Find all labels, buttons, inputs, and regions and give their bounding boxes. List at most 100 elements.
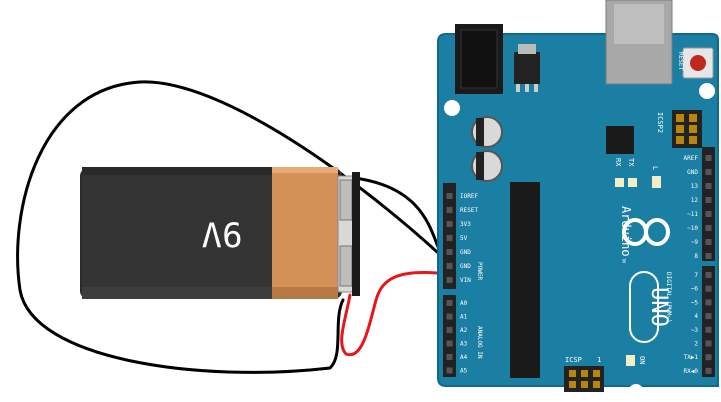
digital-pin[interactable]	[705, 354, 712, 361]
digital-pin[interactable]	[705, 340, 712, 347]
voltage-regulator	[514, 52, 540, 84]
power-pin-label: GND	[460, 263, 471, 270]
digital-pin-label: 13	[691, 183, 699, 190]
digital-pin-label: RX◀0	[684, 368, 699, 375]
digital-pin-label: ~9	[691, 239, 699, 246]
power-pin[interactable]	[446, 235, 453, 241]
power-pin[interactable]	[446, 277, 453, 283]
icsp-num: 1	[597, 356, 601, 364]
digital-pin-label: ~6	[691, 286, 699, 293]
digital-pin[interactable]	[705, 367, 712, 374]
analog-pin[interactable]	[446, 313, 453, 320]
analog-pin-label: A3	[460, 341, 468, 348]
mount-hole	[699, 83, 715, 99]
reset-button-cap[interactable]	[690, 55, 706, 71]
digital-pin[interactable]	[705, 299, 712, 306]
tx-label: TX	[627, 158, 635, 167]
digital-pin-label: 2	[694, 341, 698, 348]
battery-body	[82, 167, 272, 293]
l-label: L	[651, 166, 659, 170]
digital-header-top: AREF GND 13 12 ~11 ~10 ~9 8	[684, 147, 715, 261]
power-pin-label: 3V3	[460, 221, 471, 228]
digital-pin-label: 12	[691, 197, 699, 204]
digital-pin-label: 8	[694, 253, 698, 260]
analog-pin-label: A2	[460, 327, 468, 334]
arduino-logo	[622, 218, 670, 246]
power-pin[interactable]	[446, 207, 453, 213]
digital-header-bottom: 7 ~6 ~5 4 ~3 2TX▶1RX◀0	[684, 266, 715, 377]
red-wire	[340, 270, 450, 357]
digital-pin[interactable]	[705, 253, 712, 259]
power-pin-label: RESET	[460, 207, 478, 214]
digital-pin-label: 4	[694, 313, 698, 320]
analog-pin-label: A1	[460, 314, 468, 321]
board-pcb	[437, 33, 719, 387]
icsp2-header: ICSP2	[656, 110, 702, 148]
battery-label: 9V	[202, 214, 243, 254]
power-pin[interactable]	[446, 263, 453, 269]
digital-pin[interactable]	[705, 313, 712, 320]
mount-hole	[628, 384, 644, 400]
battery-clip	[352, 172, 360, 296]
digital-pin[interactable]	[705, 211, 712, 217]
arduino-tm: TM	[621, 258, 626, 263]
digital-pin[interactable]	[705, 169, 712, 175]
icsp-header: ICSP 1	[564, 356, 604, 392]
digital-pin-label: GND	[687, 169, 698, 176]
digital-pin-label: TX▶1	[684, 354, 699, 361]
usb-chip	[606, 126, 634, 154]
digital-pin-label: ~5	[691, 299, 699, 306]
analog-pin[interactable]	[446, 367, 453, 374]
digital-pin[interactable]	[705, 285, 712, 292]
battery-9v: 9V	[80, 167, 360, 299]
l-led	[652, 176, 661, 188]
icsp-label: ICSP	[565, 356, 582, 364]
digital-pin-label: ~3	[691, 327, 699, 334]
power-pin-label: IOREF	[460, 193, 478, 200]
battery-terminal-positive	[339, 245, 353, 287]
uno-label: UNO	[646, 287, 671, 327]
tx-led	[628, 178, 637, 187]
battery-terminal-negative	[339, 179, 353, 221]
analog-pin-label: A5	[460, 368, 468, 375]
analog-pin[interactable]	[446, 300, 453, 306]
digital-pin-label: ~11	[687, 211, 698, 218]
power-pin[interactable]	[446, 249, 453, 255]
uno-badge	[629, 271, 659, 343]
power-header: IOREF RESET 3V3 5V GND GND VIN	[443, 183, 478, 289]
digital-pin[interactable]	[705, 239, 712, 245]
icsp2-label: ICSP2	[656, 112, 664, 133]
analog-pin[interactable]	[446, 340, 453, 347]
analog-label: ANALOG IN	[476, 326, 483, 359]
digital-pin-label: 7	[694, 272, 698, 279]
power-pin[interactable]	[446, 193, 453, 199]
power-label: POWER	[476, 262, 483, 280]
reset-label: RESET	[677, 52, 684, 70]
atmega-chip	[510, 182, 540, 378]
digital-pin[interactable]	[705, 155, 712, 161]
power-pin-label: 5V	[460, 235, 468, 242]
rx-label: RX	[614, 158, 622, 167]
analog-pin-label: A4	[460, 354, 468, 361]
on-label: ON	[638, 356, 646, 364]
power-pin-label: GND	[460, 249, 471, 256]
digital-pin[interactable]	[705, 225, 712, 231]
arduino-brand: Arduino	[619, 206, 633, 257]
digital-pin-label: ~10	[687, 225, 698, 232]
digital-pin[interactable]	[705, 197, 712, 203]
digital-pin[interactable]	[705, 326, 712, 333]
digital-pin[interactable]	[705, 272, 712, 278]
analog-pin[interactable]	[446, 327, 453, 333]
analog-pin[interactable]	[446, 354, 453, 360]
digital-pin[interactable]	[705, 183, 712, 189]
analog-pin-label: A0	[460, 300, 468, 307]
digital-label: DIGITAL (PWM~)	[665, 272, 672, 323]
battery-copper-band	[272, 167, 338, 293]
on-led	[626, 355, 635, 366]
digital-pin-label: AREF	[684, 155, 699, 162]
power-pin-label: VIN	[460, 277, 471, 284]
power-pin[interactable]	[446, 221, 453, 227]
rx-led	[615, 178, 624, 187]
